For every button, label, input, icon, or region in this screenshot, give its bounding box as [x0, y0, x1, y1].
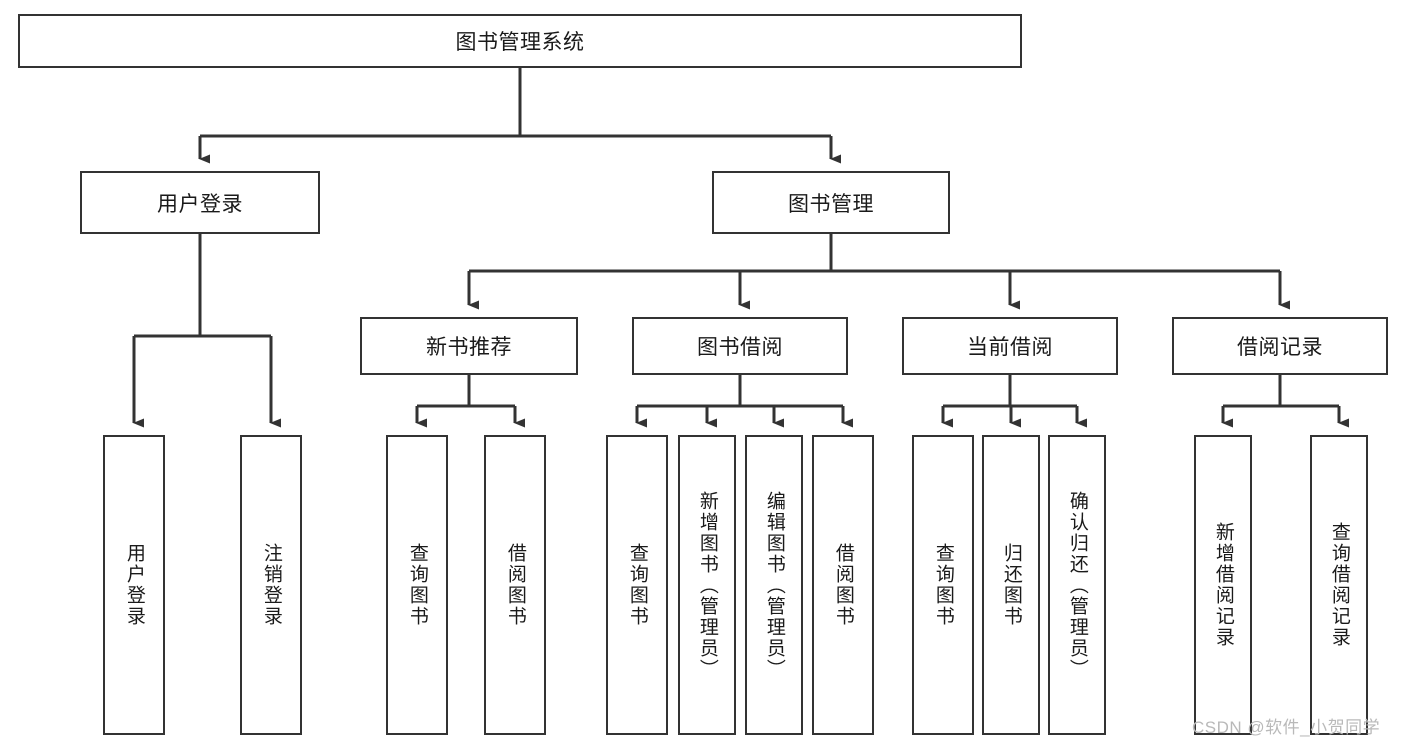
node-leaf-query-record: 查询借阅记录 [1310, 435, 1368, 735]
node-label: 用户登录 [157, 192, 243, 216]
node-label: 借阅图书 [504, 543, 526, 627]
node-label: 图书借阅 [697, 336, 783, 359]
node-label: 新增借阅记录 [1212, 522, 1234, 648]
node-borrow-record: 借阅记录 [1172, 317, 1388, 375]
node-leaf-borrow-book-1: 借阅图书 [484, 435, 546, 735]
node-label: 图书管理 [788, 192, 874, 216]
node-leaf-query-book-2: 查询图书 [606, 435, 668, 735]
node-leaf-edit-book: 编辑图书（管理员） [745, 435, 803, 735]
node-label: 新增图书（管理员） [696, 490, 718, 680]
node-leaf-query-book-1: 查询图书 [386, 435, 448, 735]
csdn-watermark: CSDN @软件_小贺同学 [1192, 718, 1381, 737]
node-leaf-logout: 注销登录 [240, 435, 302, 735]
node-label: 新书推荐 [426, 336, 512, 359]
node-new-book-recommend: 新书推荐 [360, 317, 578, 375]
node-leaf-return-book: 归还图书 [982, 435, 1040, 735]
node-leaf-confirm-return: 确认归还（管理员） [1048, 435, 1106, 735]
node-label: 当前借阅 [967, 336, 1053, 359]
node-leaf-borrow-book-2: 借阅图书 [812, 435, 874, 735]
node-label: 编辑图书（管理员） [763, 490, 785, 680]
node-leaf-add-book: 新增图书（管理员） [678, 435, 736, 735]
node-label: 查询图书 [626, 543, 648, 627]
node-label: 用户登录 [123, 543, 145, 627]
node-book-borrow: 图书借阅 [632, 317, 848, 375]
node-user-login: 用户登录 [80, 171, 320, 234]
node-leaf-add-record: 新增借阅记录 [1194, 435, 1252, 735]
node-label: 图书管理系统 [455, 31, 585, 54]
node-label: 确认归还（管理员） [1066, 490, 1088, 680]
node-label: 注销登录 [260, 543, 282, 627]
node-leaf-user-login: 用户登录 [103, 435, 165, 735]
node-label: 查询图书 [406, 543, 428, 627]
node-current-borrow: 当前借阅 [902, 317, 1118, 375]
node-label: 借阅记录 [1237, 336, 1323, 359]
node-label: 借阅图书 [832, 543, 854, 627]
node-leaf-query-book-3: 查询图书 [912, 435, 974, 735]
node-root: 图书管理系统 [18, 14, 1022, 68]
node-label: 归还图书 [1000, 543, 1022, 627]
node-label: 查询借阅记录 [1328, 522, 1350, 648]
node-book-manage: 图书管理 [712, 171, 950, 234]
node-label: 查询图书 [932, 543, 954, 627]
